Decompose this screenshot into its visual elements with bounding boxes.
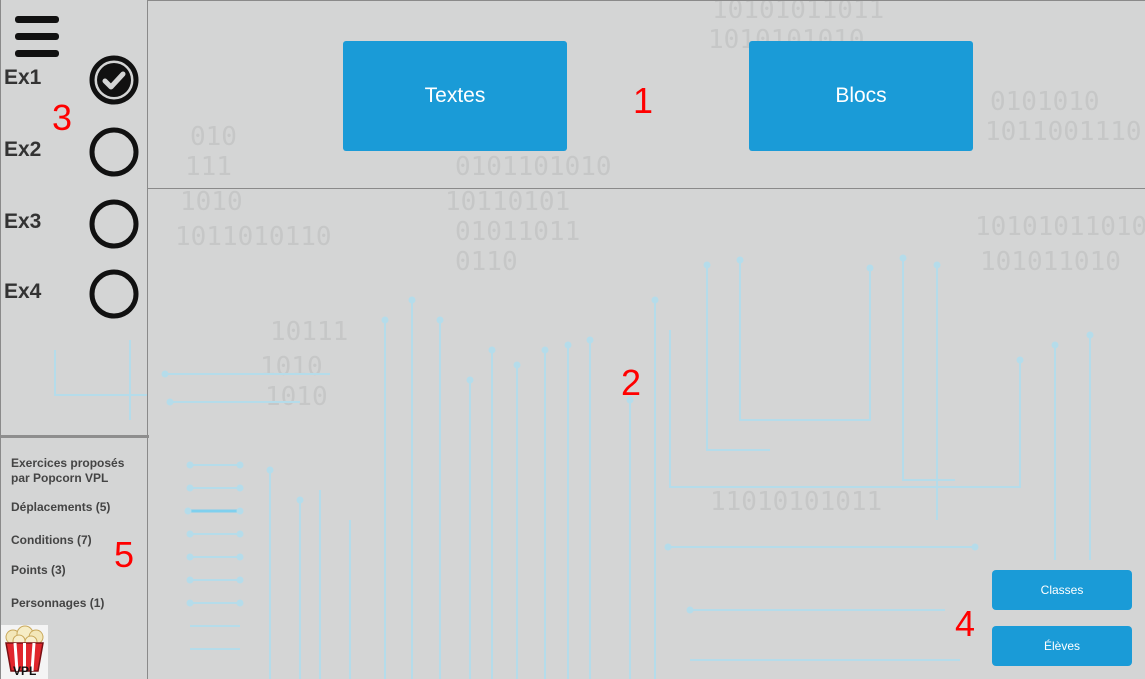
exercise-item-ex4[interactable]: Ex4	[4, 268, 144, 320]
svg-text:01011011: 01011011	[455, 217, 580, 247]
logo-text: VPL	[13, 664, 37, 678]
annotation-marker-3: 3	[52, 97, 73, 138]
annotation-marker-2: 2	[621, 362, 642, 403]
exercise-label: Ex1	[4, 66, 42, 89]
svg-text:101011010: 101011010	[980, 247, 1121, 277]
category-personnages[interactable]: Personnages (1)	[11, 596, 105, 610]
exercise-label: Ex4	[4, 280, 42, 303]
annotation-marker-1: 1	[633, 80, 654, 121]
exercise-label: Ex2	[4, 138, 42, 161]
empty-circle-icon	[89, 269, 139, 319]
svg-text:010: 010	[190, 122, 237, 152]
hamburger-menu-icon[interactable]	[15, 16, 59, 58]
annotation-marker-5: 5	[114, 534, 135, 575]
svg-text:111: 111	[185, 152, 232, 182]
catalog-title: Exercices proposés par Popcorn VPL	[11, 456, 125, 485]
svg-text:10111: 10111	[270, 317, 348, 347]
editor-divider	[148, 188, 1145, 189]
svg-text:0101010: 0101010	[990, 87, 1100, 117]
blocks-mode-button[interactable]: Blocs	[749, 41, 973, 151]
exercise-item-ex1[interactable]: Ex1	[4, 54, 144, 106]
svg-text:0110: 0110	[455, 247, 518, 277]
svg-text:1011010110: 1011010110	[175, 222, 332, 252]
svg-text:10101011011: 10101011011	[712, 0, 884, 25]
exercise-item-ex2[interactable]: Ex2	[4, 126, 144, 178]
svg-text:1010: 1010	[260, 352, 323, 382]
category-points[interactable]: Points (3)	[11, 563, 66, 577]
popcorn-vpl-logo	[1, 625, 48, 679]
check-circle-icon	[89, 55, 139, 105]
svg-text:0101101010: 0101101010	[455, 152, 612, 182]
exercise-item-ex3[interactable]: Ex3	[4, 198, 144, 250]
sidebar: Ex1 Ex2 Ex3 Ex4 Exercices proposés par P…	[0, 0, 149, 679]
empty-circle-icon	[89, 199, 139, 249]
svg-text:11010101011: 11010101011	[710, 487, 882, 517]
svg-text:1011001110: 1011001110	[985, 117, 1142, 147]
exercise-label: Ex3	[4, 210, 42, 233]
svg-text:10101011010: 10101011010	[975, 212, 1145, 242]
texts-mode-button[interactable]: Textes	[343, 41, 567, 151]
svg-text:10110101: 10110101	[445, 187, 570, 217]
students-button[interactable]: Élèves	[992, 626, 1132, 666]
top-border	[148, 0, 1145, 1]
svg-text:1010: 1010	[180, 187, 243, 217]
empty-circle-icon	[89, 127, 139, 177]
annotation-marker-4: 4	[955, 603, 976, 644]
category-deplacements[interactable]: Déplacements (5)	[11, 500, 111, 514]
svg-text:1010: 1010	[265, 382, 328, 412]
sidebar-divider	[1, 435, 149, 438]
category-conditions[interactable]: Conditions (7)	[11, 533, 92, 547]
classes-button[interactable]: Classes	[992, 570, 1132, 610]
